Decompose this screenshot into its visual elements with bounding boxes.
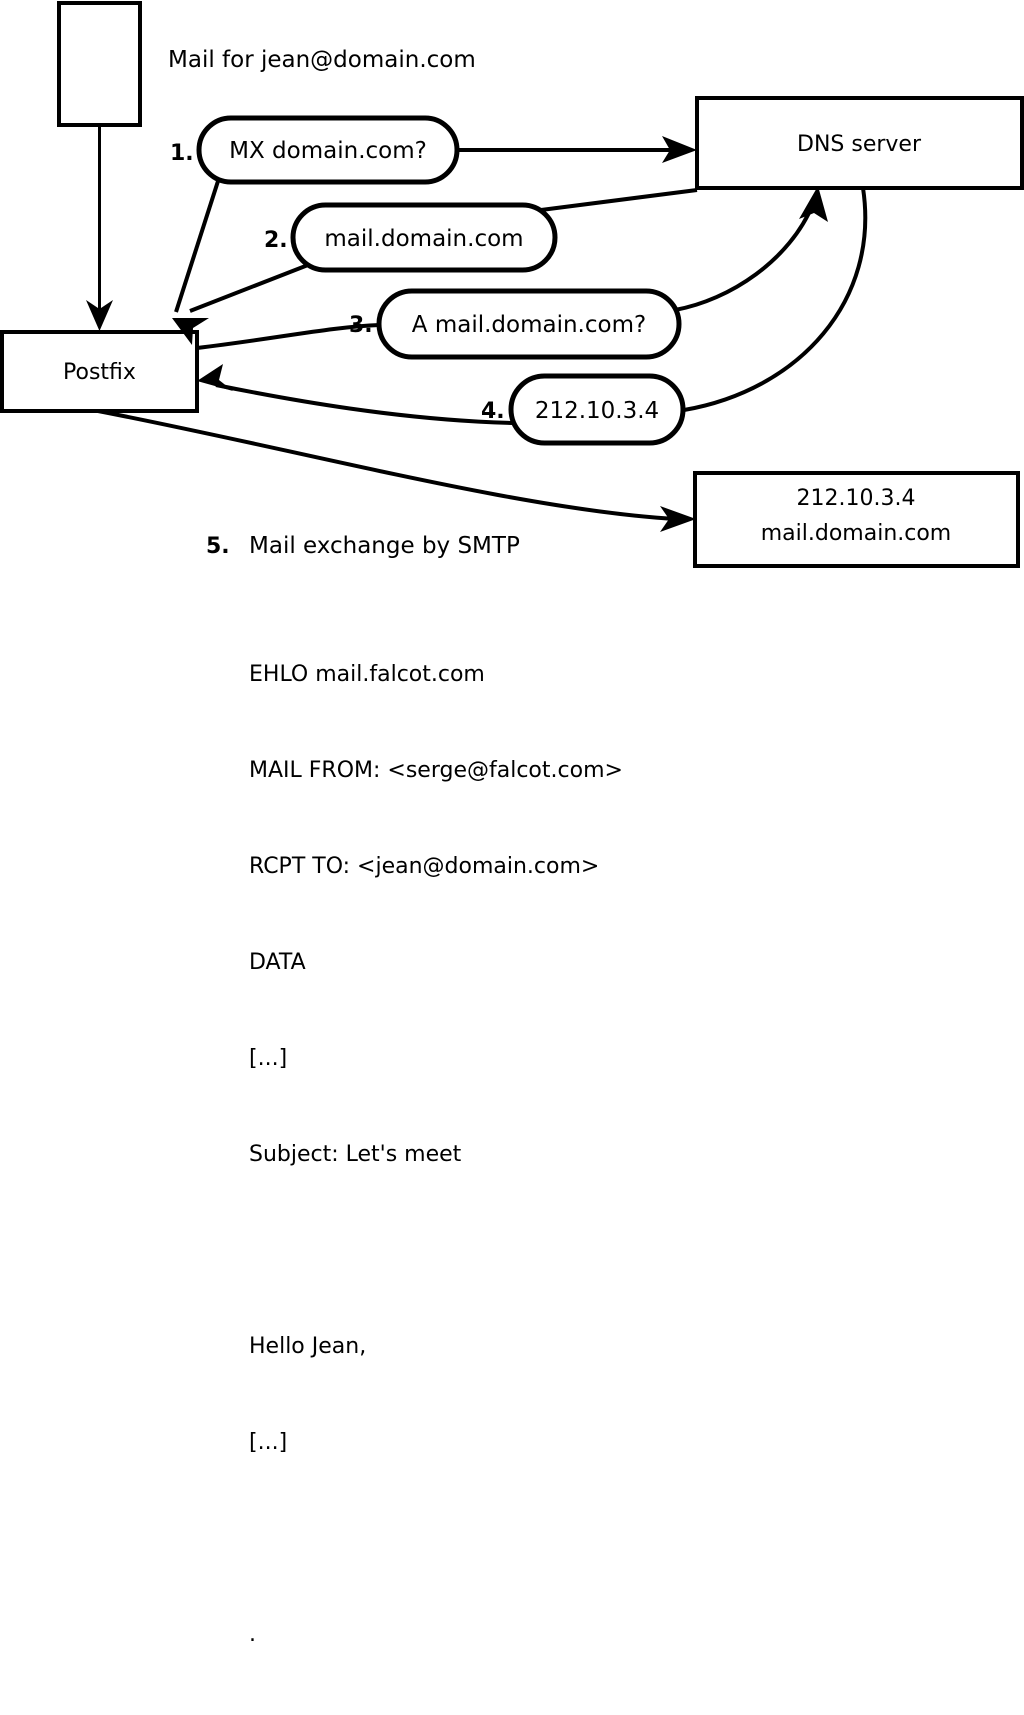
step-number-2: 2. [264, 228, 288, 253]
transcript-line: . [249, 1622, 256, 1647]
arrowhead-step4-to-postfix [197, 364, 233, 391]
smtp-transcript: EHLO mail.falcot.com MAIL FROM: <serge@f… [249, 595, 623, 1715]
transcript-line: RCPT TO: <jean@domain.com> [249, 854, 600, 879]
transcript-line: Hello Jean, [249, 1334, 367, 1359]
arrowhead-step3-to-dns [799, 186, 828, 222]
mail-server-box[interactable] [693, 471, 1020, 568]
transcript-line: Subject: Let's meet [249, 1142, 462, 1167]
transcript-line: [...] [249, 1046, 288, 1071]
arrowhead-postfix-to-mailserver [660, 506, 696, 532]
transcript-line: EHLO mail.falcot.com [249, 662, 485, 687]
step-number-5: 5. [206, 534, 230, 559]
transcript-line: MAIL FROM: <serge@falcot.com> [249, 758, 623, 783]
edge-step4-to-postfix [215, 383, 513, 425]
bubble-step-4-label: 212.10.3.4 [535, 398, 659, 424]
bubble-step-1[interactable] [196, 115, 460, 185]
transcript-line: DATA [249, 950, 306, 975]
dns-server-box[interactable] [695, 96, 1024, 190]
edge-postfix-to-step3 [196, 323, 381, 350]
postfix-label: Postfix [63, 360, 136, 385]
bubble-step-3[interactable] [376, 288, 682, 360]
edge-dns-to-step2 [540, 188, 698, 212]
step-number-1: 1. [170, 141, 194, 166]
bubble-step-3-label: A mail.domain.com? [412, 312, 646, 338]
client-box[interactable] [57, 1, 142, 127]
arrowhead-step2-to-postfix [172, 318, 209, 345]
step-number-4: 4. [481, 399, 505, 424]
step-number-3: 3. [349, 313, 373, 338]
mail-server-ip: 212.10.3.4 [797, 486, 916, 511]
transcript-line: [...] [249, 1430, 288, 1455]
bubble-step-4[interactable] [508, 373, 686, 446]
edge-step2-to-postfix [189, 263, 309, 313]
arrowhead-step1-to-dns [662, 136, 697, 163]
bubble-step-1-label: MX domain.com? [229, 138, 427, 164]
edge-step1-from-postfix [174, 177, 221, 313]
bubble-step-2[interactable] [290, 202, 558, 273]
diagram-canvas: Mail for jean@domain.com Postfix DNS ser… [0, 0, 1024, 1647]
dns-server-label: DNS server [797, 132, 922, 157]
mail-flow-diagram: Mail for jean@domain.com Postfix DNS ser… [0, 1, 1024, 568]
step-5-label: Mail exchange by SMTP [249, 533, 520, 559]
edge-postfix-to-mailserver [97, 409, 677, 521]
edge-step3-to-dns [674, 203, 815, 312]
arrowhead-client-to-postfix [86, 300, 113, 331]
transcript-blank-line [249, 1235, 623, 1267]
page-title: Mail for jean@domain.com [168, 47, 476, 73]
postfix-box[interactable] [0, 330, 199, 413]
bubble-step-2-label: mail.domain.com [324, 226, 523, 252]
transcript-blank-line [249, 1523, 623, 1555]
mail-server-hostname: mail.domain.com [761, 521, 952, 546]
edge-dns-to-step4 [683, 187, 868, 412]
